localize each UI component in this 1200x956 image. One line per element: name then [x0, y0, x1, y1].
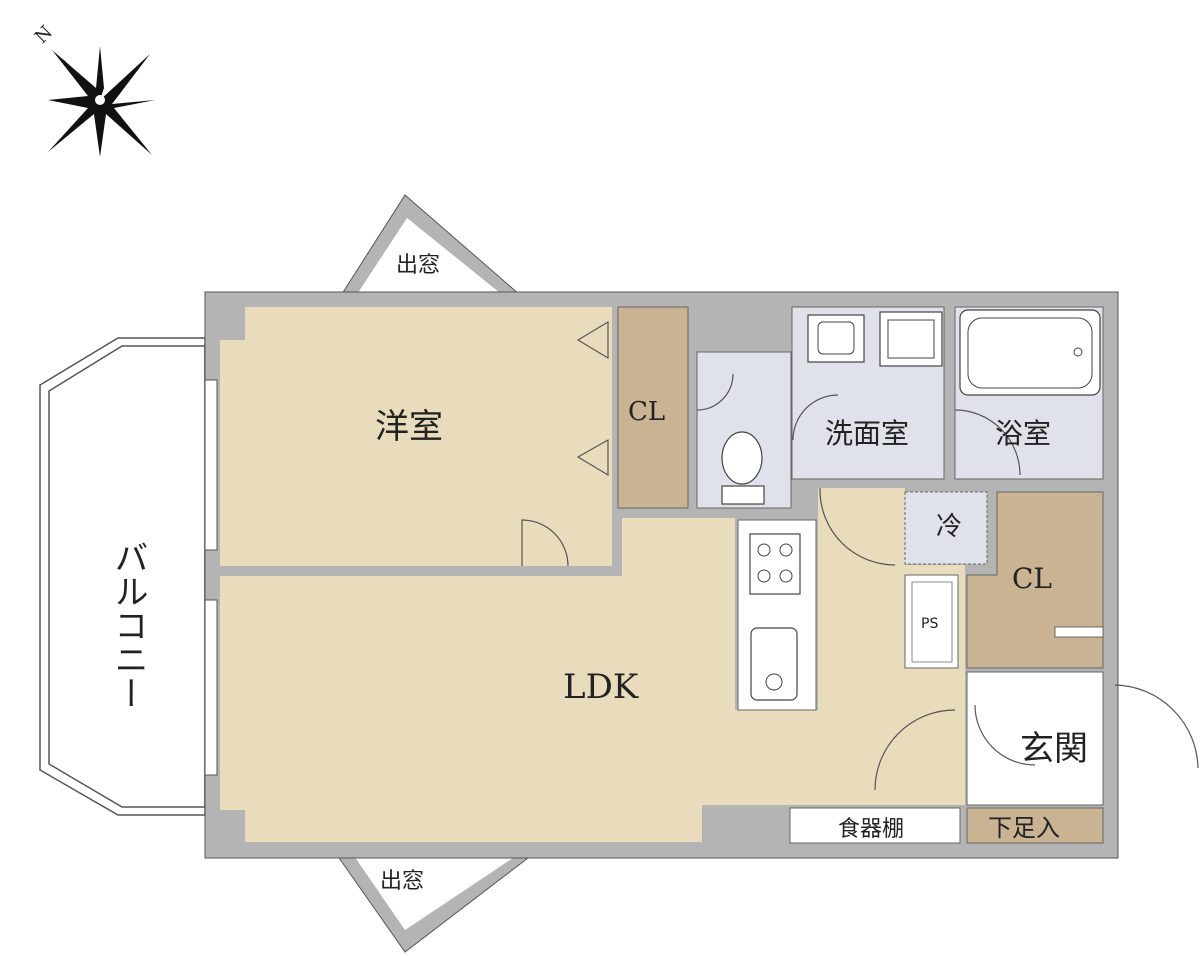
shoe-box-label: 下足入: [988, 814, 1060, 842]
balcony-label: バルコニー: [108, 540, 148, 710]
cupboard-label: 食器棚: [838, 817, 904, 842]
closet-2-rod: [1054, 626, 1104, 638]
closet-1: [617, 306, 689, 509]
ldk-label: LDK: [563, 667, 639, 707]
bay-window-bottom-label: 出窓: [380, 869, 424, 894]
left-windows: [204, 379, 218, 776]
entrance: [966, 671, 1104, 806]
western-room-label: 洋室: [375, 407, 443, 447]
ldk-room: [220, 488, 965, 842]
entrance-label: 玄関: [1020, 729, 1088, 769]
pipe-space-label: PS: [921, 616, 938, 632]
kitchen-counter: [737, 519, 817, 711]
bathroom-label: 浴室: [995, 417, 1051, 450]
compass-rose-icon: [48, 46, 155, 157]
closet-1-label: CL: [628, 397, 665, 427]
bay-window-top-label: 出窓: [396, 253, 440, 278]
shoe-box: [966, 807, 1104, 844]
western-room: [220, 307, 612, 566]
washing-machine-icon: [879, 311, 943, 367]
closet-2: [966, 491, 1104, 669]
bathtub-icon: [959, 309, 1101, 396]
toilet-icon: [721, 431, 765, 505]
closet-2-label: CL: [1012, 562, 1052, 595]
door-swings: [521, 320, 1199, 791]
north-label: N: [31, 22, 57, 48]
washroom-label: 洗面室: [825, 417, 909, 450]
cupboard: [789, 807, 961, 844]
toilet-room: [696, 351, 792, 509]
fridge-space: [904, 491, 988, 565]
fridge-label: 冷: [936, 512, 962, 542]
bay-window-bottom: [329, 844, 547, 953]
wash-basin-icon: [807, 314, 865, 363]
bay-window-top: [332, 194, 537, 309]
